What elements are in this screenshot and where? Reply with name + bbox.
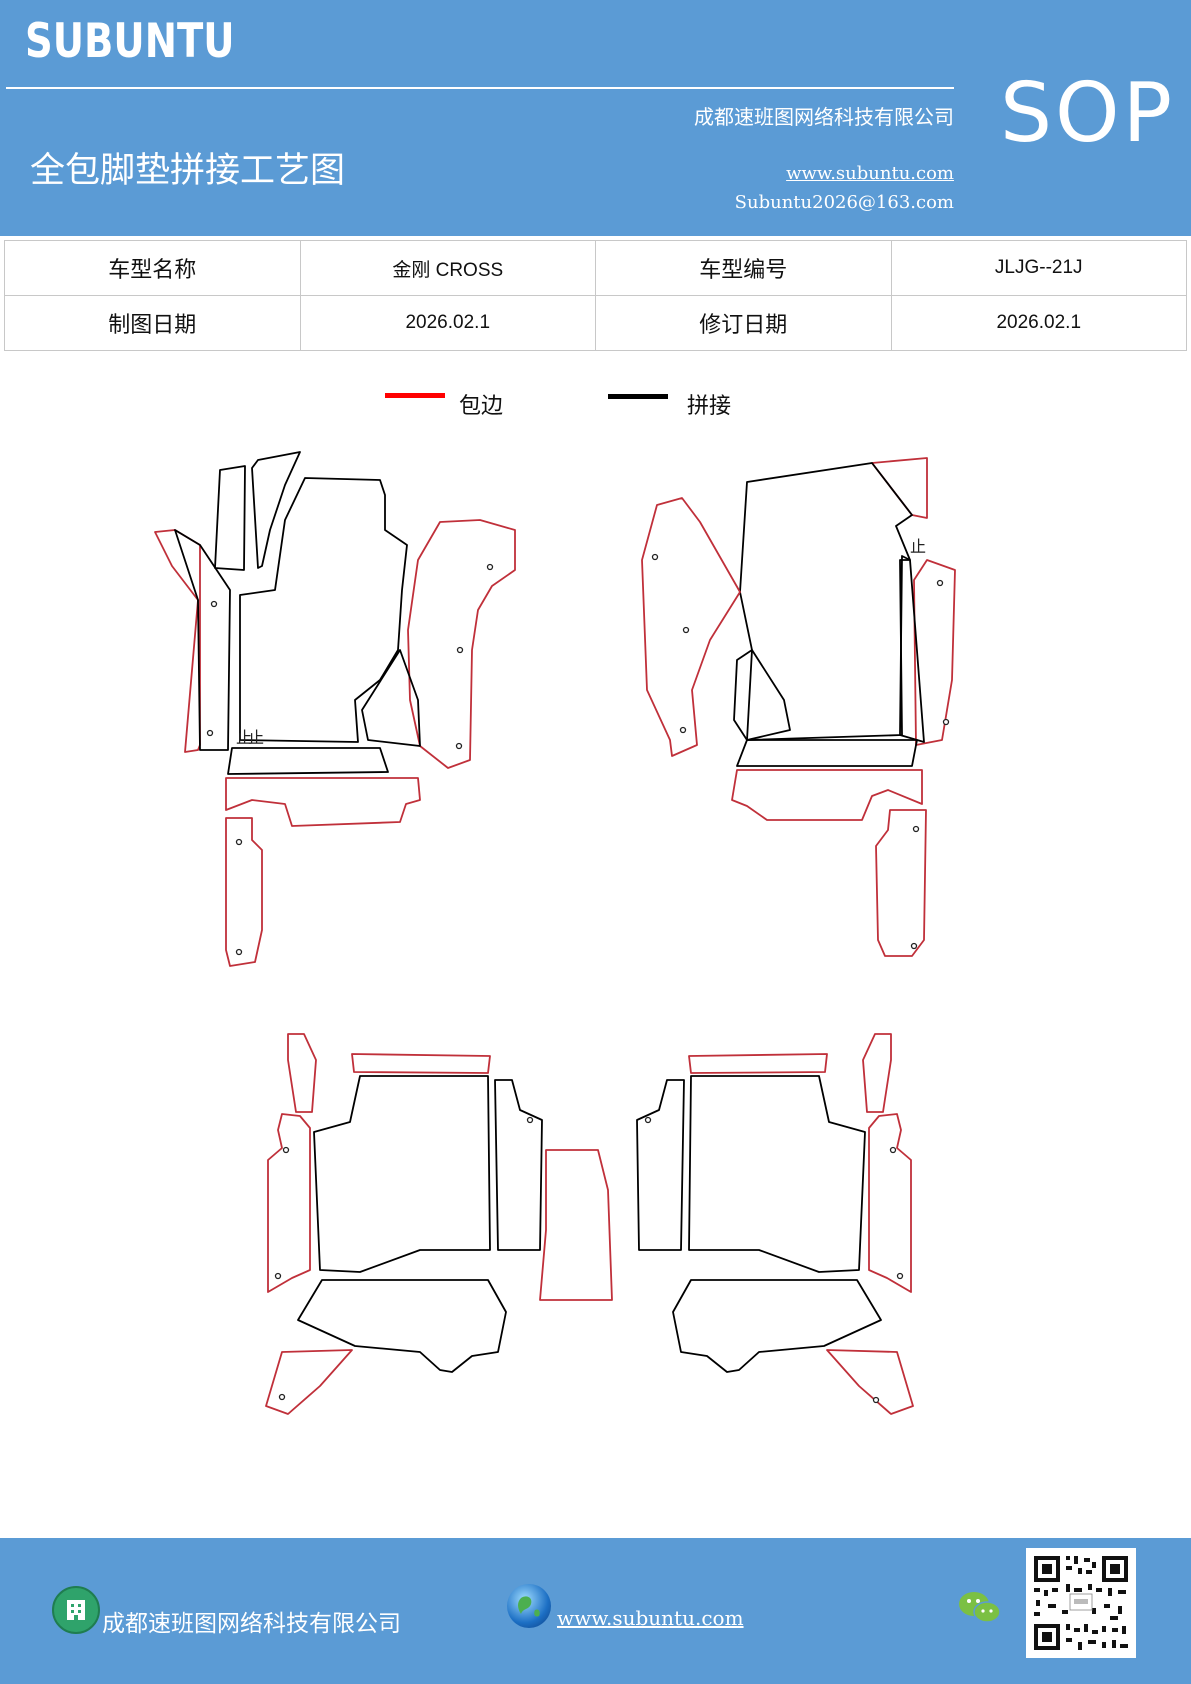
mat-piece [636, 1079, 685, 1251]
floor-mat-drawing: 止 止 止 [154, 451, 956, 1415]
mat-piece [239, 477, 408, 743]
mat-piece [736, 739, 918, 767]
front-left-mat-group [154, 451, 516, 967]
mat-piece [265, 1349, 353, 1415]
mat-piece [154, 529, 201, 753]
mat-piece [225, 817, 263, 967]
mat-piece [287, 1033, 317, 1113]
header-banner: SUBUNTU 成都速班图网络科技有限公司 全包脚垫拼接工艺图 www.subu… [0, 0, 1191, 236]
mat-piece [913, 559, 956, 746]
mat-piece [871, 457, 928, 519]
mat-piece [899, 555, 925, 743]
rear-right-mat-group [636, 1033, 914, 1415]
model-code-value: JLJG--21J [890, 240, 1187, 296]
mat-piece [539, 1149, 613, 1301]
mat-piece [267, 1113, 311, 1293]
legend-join-label: 拼接 [687, 394, 732, 419]
mat-piece [739, 462, 913, 741]
stop-mark: 止 [910, 537, 926, 556]
draw-date-value: 2026.02.1 [299, 295, 596, 351]
mat-piece [361, 649, 421, 747]
info-table: 车型名称 金刚 CROSS 车型编号 JLJG--21J 制图日期 2026.0… [4, 240, 1187, 351]
mat-piece [868, 1113, 912, 1293]
draw-date-label: 制图日期 [4, 295, 301, 351]
mat-piece [494, 1079, 543, 1251]
mat-piece [251, 451, 301, 569]
model-code-label: 车型编号 [595, 240, 892, 296]
building-icon [52, 1586, 100, 1634]
mat-piece [826, 1349, 914, 1415]
mat-piece [862, 1033, 892, 1113]
rear-left-mat-group [265, 1033, 613, 1415]
mat-piece [688, 1075, 866, 1273]
header-website-link[interactable]: www.subuntu.com [786, 163, 954, 184]
mat-piece [174, 529, 231, 751]
model-name-value: 金刚 CROSS [299, 240, 596, 296]
globe-icon [507, 1584, 551, 1628]
revision-date-value: 2026.02.1 [890, 295, 1187, 351]
header-company: 成都速班图网络科技有限公司 [694, 105, 954, 129]
wechat-icon [956, 1588, 1004, 1628]
mat-piece [875, 809, 927, 957]
mat-piece [731, 769, 923, 821]
mat-piece [225, 777, 421, 827]
header-email: Subuntu2026@163.com [734, 192, 954, 213]
footer-company: 成都速班图网络科技有限公司 [102, 1611, 401, 1637]
brand-logo: SUBUNTU [25, 14, 235, 69]
mounting-holes [206, 553, 950, 1404]
table-row: 车型名称 金刚 CROSS 车型编号 JLJG--21J [4, 240, 1187, 296]
table-row: 制图日期 2026.02.1 修订日期 2026.02.1 [4, 295, 1187, 351]
mat-piece [407, 519, 516, 769]
header-divider [6, 87, 954, 89]
footer-banner: 成都速班图网络科技有限公司 www.subuntu.com [0, 1538, 1191, 1684]
mat-piece [672, 1279, 882, 1373]
mat-piece [297, 1279, 507, 1373]
sop-badge: SOP [1000, 66, 1176, 161]
stop-mark: 止 [248, 728, 264, 747]
document-title: 全包脚垫拼接工艺图 [30, 151, 346, 191]
revision-date-label: 修订日期 [595, 295, 892, 351]
legend-edge-swatch [385, 393, 445, 398]
mat-piece [688, 1053, 828, 1074]
legend-join-swatch [608, 394, 668, 399]
qr-code-icon [1026, 1548, 1136, 1658]
footer-website-link[interactable]: www.subuntu.com [557, 1606, 744, 1630]
stop-mark: 止 [236, 728, 252, 747]
model-name-label: 车型名称 [4, 240, 301, 296]
mat-piece [351, 1053, 491, 1074]
legend-edge-label: 包边 [459, 394, 504, 419]
front-right-mat-group [641, 457, 956, 957]
mat-piece [733, 649, 791, 741]
mat-piece [313, 1075, 491, 1273]
mat-piece [641, 497, 741, 757]
mat-piece [214, 465, 246, 571]
mat-piece [227, 747, 389, 775]
